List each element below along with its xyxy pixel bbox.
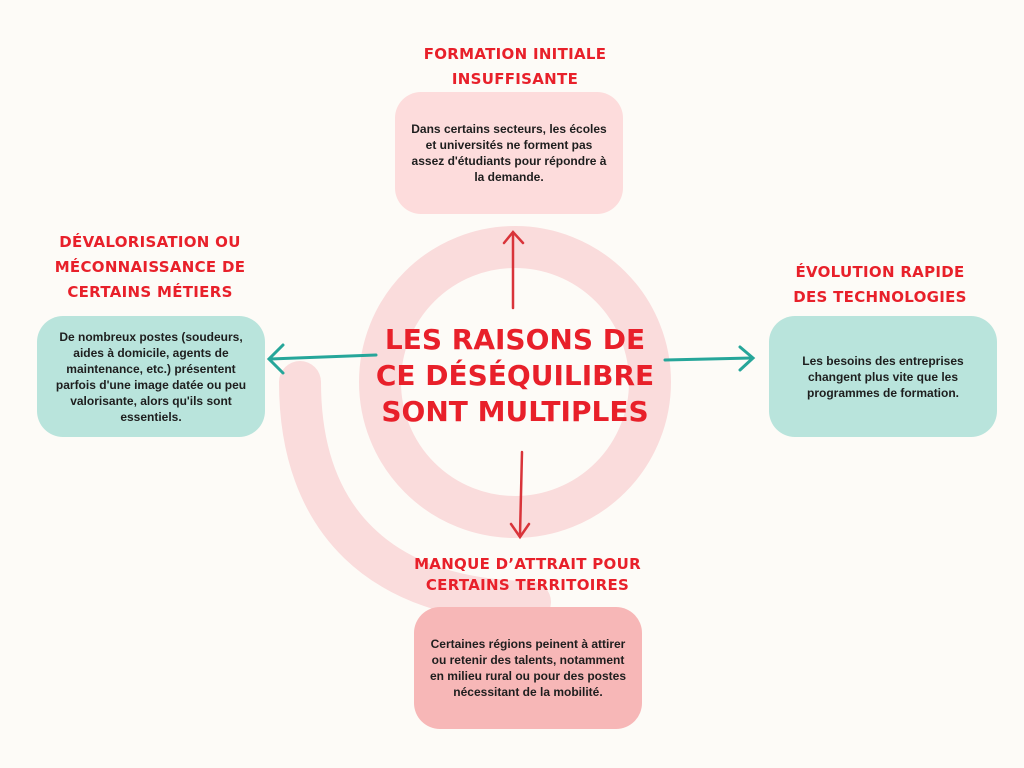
- arrow-left-icon: [266, 343, 378, 375]
- heading-left: Dévalorisation ou méconnaissance de cert…: [54, 233, 246, 301]
- box-bottom: Certaines régions peinent à attirer ou r…: [414, 607, 642, 729]
- box-left: De nombreux postes (soudeurs, aides à do…: [37, 316, 265, 437]
- box-top: Dans certains secteurs, les écoles et un…: [395, 92, 623, 214]
- arrow-right-icon: [663, 345, 756, 372]
- center-title: Les raisons de ce déséquilibre sont mult…: [375, 323, 655, 428]
- heading-right: Évolution rapide des technologies: [793, 263, 967, 306]
- heading-bottom: Manque d’attrait pour certains territoir…: [414, 555, 641, 594]
- ring-tail: [279, 361, 551, 623]
- heading-top: Formation initiale insuffisante: [423, 45, 607, 88]
- box-right: Les besoins des entreprises changent plu…: [769, 316, 997, 437]
- arrow-down-icon: [509, 450, 531, 540]
- arrow-up-icon: [502, 230, 525, 310]
- ring: [359, 226, 671, 538]
